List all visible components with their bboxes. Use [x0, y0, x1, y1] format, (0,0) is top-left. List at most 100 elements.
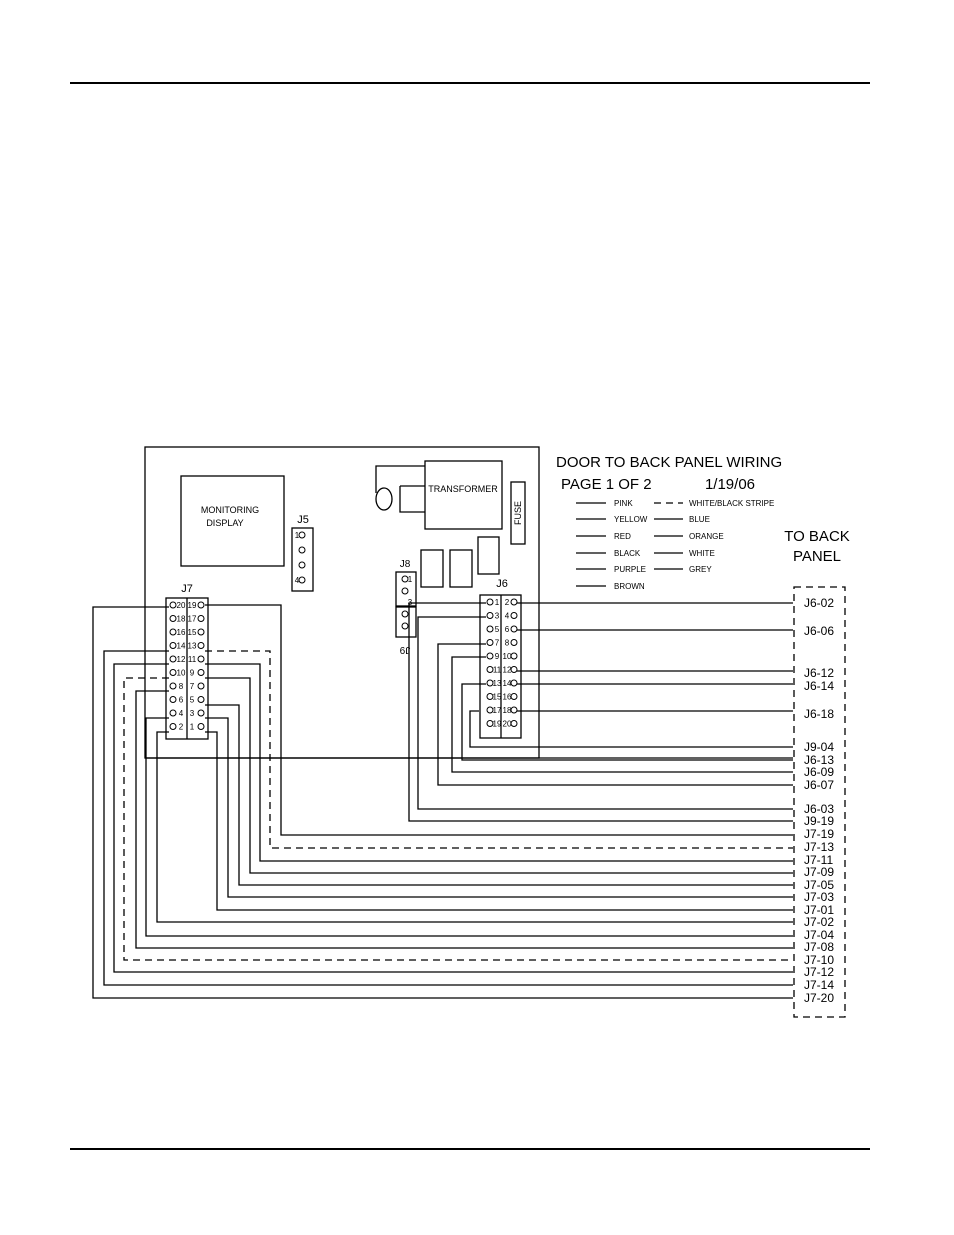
j6-pin-number: 7	[495, 639, 500, 648]
legend-label-right: ORANGE	[689, 532, 724, 541]
j6-pin-number: 12	[503, 666, 512, 675]
j7-pin	[197, 682, 205, 690]
j7-pin-number: 3	[190, 709, 195, 718]
j7-pin-number: 1	[190, 723, 195, 732]
j6-pin-number: 19	[493, 720, 502, 729]
to-back-panel-label-2: PANEL	[793, 548, 841, 565]
to-back-panel-label-1: TO BACK	[784, 528, 850, 545]
j6-pin-number: 3	[495, 612, 500, 621]
wire-label: J7-10	[804, 953, 834, 967]
j6-pin	[486, 639, 494, 646]
j7-pin	[169, 709, 177, 717]
wire-label: J7-02	[804, 915, 834, 929]
j7-pin-number: 2	[179, 723, 184, 732]
j7-pin-number: 17	[188, 615, 197, 624]
j6-pin-number: 5	[495, 625, 500, 634]
j6-pin	[510, 720, 518, 727]
wire	[451, 656, 793, 773]
j6-pin-number: 11	[493, 666, 502, 675]
j5-pin-last: 4	[295, 576, 300, 585]
j7-pin	[169, 615, 177, 622]
wire-labels: J6-02J6-06J6-12J6-14J6-18J9-04J6-13J6-09…	[804, 596, 834, 1005]
j7-pin-number: 15	[188, 628, 197, 637]
j7-pin-number: 20	[177, 601, 186, 610]
wire	[437, 643, 793, 786]
j6-label: J6	[496, 578, 508, 590]
j7-pin	[169, 642, 177, 649]
j7-pin	[169, 601, 177, 609]
fuse-label: FUSE	[513, 501, 523, 525]
j7-pin-number: 8	[179, 682, 184, 691]
page-indicator: PAGE 1 OF 2	[561, 476, 652, 493]
j5-pin-3	[298, 561, 306, 569]
j7-pin-number: 10	[177, 669, 186, 678]
j9-connector	[395, 606, 417, 638]
j7-pin	[197, 601, 205, 609]
wire	[123, 677, 793, 961]
transformer-label: TRANSFORMER	[428, 484, 498, 494]
wire-label: J7-01	[804, 903, 834, 917]
wire	[469, 710, 793, 748]
j7-pin	[169, 655, 177, 663]
j7-pin-number: 12	[177, 655, 186, 664]
wire	[461, 683, 793, 761]
relay-1	[420, 549, 444, 588]
j9-label: J9	[399, 644, 410, 655]
j6-pin	[510, 706, 518, 714]
j7-pin	[169, 669, 177, 676]
wire-label: J6-03	[804, 802, 834, 816]
wire	[113, 663, 793, 973]
j6-pin-number: 20	[503, 720, 512, 729]
j6-pin	[486, 625, 494, 633]
wire	[156, 731, 793, 923]
wire	[145, 717, 793, 937]
transformer-knob-icon	[375, 487, 393, 511]
j7-pin	[169, 682, 177, 690]
j6-pin-number: 8	[505, 639, 510, 648]
j6-pin	[510, 652, 518, 660]
header-rule	[70, 82, 870, 84]
wire-label: J6-09	[804, 765, 834, 779]
wire-label: J6-07	[804, 778, 834, 792]
wire	[103, 650, 793, 986]
j7-pin-number: 7	[190, 682, 195, 691]
j6-pin-number: 13	[493, 679, 502, 688]
j6-pin	[486, 693, 494, 700]
legend-label-right: GREY	[689, 565, 712, 574]
j7-pin-number: 16	[177, 628, 186, 637]
wire	[205, 677, 793, 874]
wire-label: J7-19	[804, 827, 834, 841]
j6-pin	[510, 598, 518, 606]
wire-label: J7-09	[804, 865, 834, 879]
wire	[205, 731, 793, 911]
monitoring-display-label-2: DISPLAY	[206, 518, 243, 528]
j6-pin	[486, 679, 494, 687]
j7-pin	[197, 655, 205, 663]
wire	[92, 606, 793, 999]
j9-pin-2	[401, 622, 409, 630]
transformer-block	[424, 460, 503, 530]
monitoring-display-block	[180, 475, 285, 567]
wire-label: J6-02	[804, 596, 834, 610]
j6-pin-number: 1	[495, 598, 500, 607]
wire-label: J7-14	[804, 978, 834, 992]
j6-pin-number: 16	[503, 693, 512, 702]
j7-pin	[197, 696, 205, 703]
j6-pin	[486, 666, 494, 673]
j7-pin	[197, 615, 205, 622]
diagram-date: 1/19/06	[705, 476, 755, 493]
j7-pin-number: 14	[177, 642, 186, 651]
monitoring-display-label-1: MONITORING	[201, 505, 259, 515]
wire-label: J7-05	[804, 878, 834, 892]
legend-label-right: BLUE	[689, 515, 710, 524]
wire-label: J6-06	[804, 624, 834, 638]
j7-pin	[169, 696, 177, 703]
j6-pin-number: 14	[503, 679, 512, 688]
wire-label: J6-14	[804, 679, 834, 693]
wire-label: J6-13	[804, 753, 834, 767]
j6-pin	[510, 639, 518, 646]
wire-label: J7-20	[804, 991, 834, 1005]
j7-pin-number: 11	[188, 655, 197, 664]
